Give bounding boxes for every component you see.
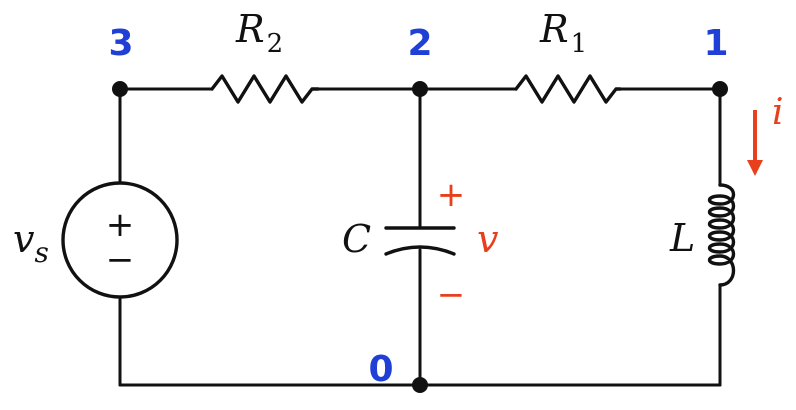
node-3-dot — [112, 81, 128, 97]
inductor-label: L — [669, 216, 695, 260]
voltage-source-minus-sign: − — [106, 240, 135, 280]
inductor-coil — [707, 183, 736, 287]
node-2-number: 2 — [407, 23, 432, 64]
capacitor-c: C — [342, 217, 456, 261]
voltage-source-circle — [61, 181, 179, 299]
node-numbers: 3 2 1 0 — [108, 23, 728, 390]
capacitor-voltage-plus: + — [437, 175, 466, 215]
node-0-number: 0 — [368, 349, 393, 390]
node-0-dot — [412, 377, 428, 393]
node-3-number: 3 — [108, 23, 133, 64]
voltage-source-label: vs — [13, 217, 49, 269]
voltage-source-plus-sign: + — [106, 205, 135, 245]
current-label: i — [772, 92, 784, 133]
node-dots — [112, 81, 728, 393]
resistor-r1: R1 — [514, 7, 622, 104]
capacitor-voltage-minus: − — [437, 275, 466, 315]
capacitor-bottom-plate — [384, 245, 456, 256]
capacitor-label: C — [342, 217, 371, 261]
node-1-number: 1 — [703, 23, 728, 64]
resistor-r2: R2 — [210, 7, 320, 104]
resistor-r2-zigzag — [210, 74, 320, 104]
inductor-l: L — [669, 183, 736, 287]
resistor-r1-label: R1 — [539, 7, 587, 59]
wires — [118, 87, 722, 387]
resistor-r2-label: R2 — [235, 7, 283, 59]
resistor-r1-zigzag — [514, 74, 622, 104]
node-1-dot — [712, 81, 728, 97]
annotations: + v − i — [437, 92, 784, 315]
capacitor-voltage-label: v — [477, 217, 499, 261]
voltage-source-vs: + − vs — [13, 181, 179, 299]
node-2-dot — [412, 81, 428, 97]
